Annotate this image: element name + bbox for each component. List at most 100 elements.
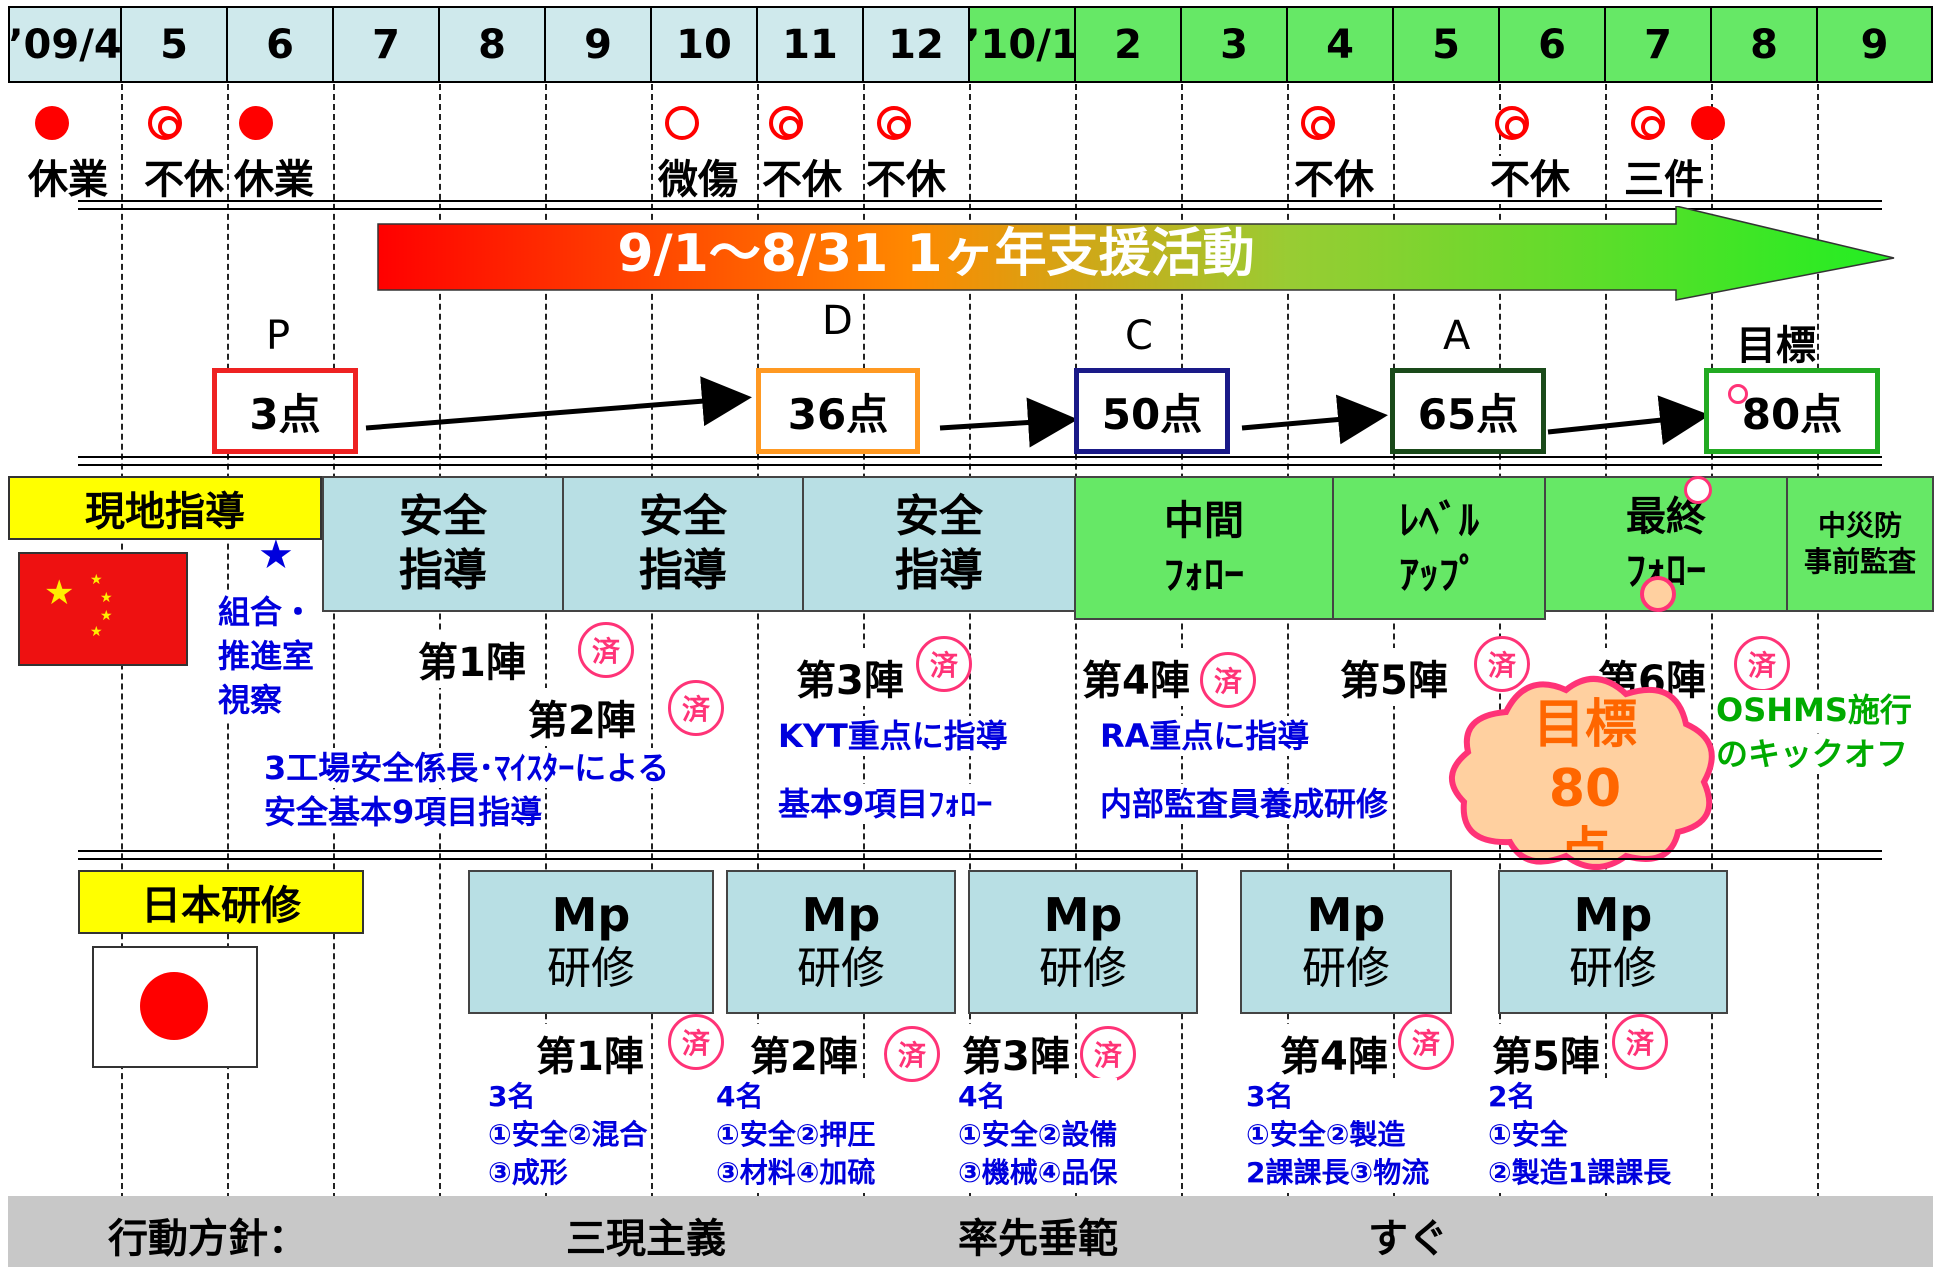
gridline (651, 84, 653, 1259)
japan-flag-icon (92, 946, 258, 1068)
svg-text:★: ★ (90, 624, 103, 640)
japan-round-3: 第3陣 (962, 1024, 1070, 1082)
note-ra: RA重点に指導 (1100, 716, 1310, 756)
month-cell: 10 (650, 6, 758, 83)
japan-round-2: 第2陣 (750, 1024, 858, 1082)
small-circle-icon (1684, 476, 1712, 504)
note-9-items-follow: 基本9項目ﾌｫﾛｰ (778, 784, 993, 824)
lost-time-incident-marker (1691, 106, 1725, 140)
incident-label: 不休 (866, 156, 946, 204)
lost-time-incident-marker (239, 106, 273, 140)
local-round-5: 第5陣 (1340, 648, 1448, 706)
incident-label: 三件 (1624, 156, 1704, 204)
month-cell: 11 (756, 6, 864, 83)
month-cell: ’09/4 (8, 6, 122, 83)
phase-safety-guidance-3: 安全指導 (802, 476, 1076, 612)
note-internal-auditor: 内部監査員養成研修 (1100, 784, 1389, 824)
divider (78, 456, 1882, 466)
phase-jisha-pre-audit: 中災防事前監査 (1786, 476, 1934, 612)
incident-label: 微傷 (658, 156, 738, 204)
month-cell: 9 (1816, 6, 1933, 83)
action-policy-label: 行動方針： (108, 1216, 308, 1262)
month-cell: ’10/1 (965, 6, 1079, 83)
note-mister-guidance: 3工場安全係長･ﾏｲｽﾀｰによる (264, 748, 670, 788)
policy-sugu: すぐ (1368, 1216, 1448, 1262)
incident-label: 不休 (1294, 156, 1374, 204)
month-cell: 6 (1498, 6, 1606, 83)
progress-arrow (1547, 395, 1710, 446)
japan-round-5: 第5陣 (1492, 1024, 1600, 1082)
divider (78, 200, 1882, 210)
done-badge: 済 (1080, 1026, 1136, 1082)
gridline (1287, 84, 1289, 1259)
svg-text:★: ★ (44, 573, 74, 613)
incident-label: 休業 (28, 156, 108, 204)
pdca-act: A (1443, 313, 1471, 359)
done-badge: 済 (668, 1014, 724, 1070)
month-cell: 8 (438, 6, 546, 83)
goal-cloud-text: 目標80点 (1532, 695, 1637, 851)
non-lost-time-incident-marker (769, 106, 803, 140)
non-lost-time-incident-marker (1631, 106, 1665, 140)
score-box-check: 50点 (1074, 368, 1230, 454)
done-badge: 済 (668, 680, 724, 736)
score-box-start: 3点 (212, 368, 358, 454)
done-badge: 済 (1612, 1014, 1668, 1070)
done-badge: 済 (916, 636, 972, 692)
local-round-2: 第2陣 (528, 688, 636, 746)
progress-arrow (365, 376, 752, 431)
done-badge: 済 (1200, 652, 1256, 708)
pdca-goal: 目標 (1736, 323, 1816, 369)
done-badge: 済 (884, 1026, 940, 1082)
local-round-3: 第3陣 (796, 648, 904, 706)
progress-arrow (1241, 394, 1388, 445)
svg-text:★: ★ (100, 608, 113, 624)
score-box-act: 65点 (1390, 368, 1546, 454)
local-guidance-label: 現地指導 (8, 476, 322, 540)
month-cell: 7 (332, 6, 440, 83)
progress-arrow (939, 397, 1078, 448)
month-cell: 12 (862, 6, 970, 83)
non-lost-time-incident-marker (1301, 106, 1335, 140)
local-round-6: 第6陣 (1598, 648, 1706, 706)
japan-round-1: 第1陣 (536, 1024, 644, 1082)
month-cell: 4 (1286, 6, 1394, 83)
score-arrows (365, 376, 1710, 448)
month-cell: 5 (1392, 6, 1500, 83)
svg-text:★: ★ (90, 572, 103, 588)
note-kickoff: のキックオフ (1716, 734, 1909, 774)
small-circle-icon (1728, 384, 1748, 404)
note-oshms: OSHMS施行 (1716, 690, 1912, 730)
month-cell: 8 (1710, 6, 1818, 83)
incident-label: 不休 (144, 156, 224, 204)
gridline (333, 84, 335, 1259)
japan-training-label: 日本研修 (78, 870, 364, 934)
phase-safety-guidance-1: 安全指導 (322, 476, 564, 612)
star-icon: ★ (258, 532, 294, 578)
done-badge: 済 (578, 622, 634, 678)
phase-safety-guidance-2: 安全指導 (562, 476, 804, 612)
note-basic-9-items: 安全基本9項目指導 (264, 792, 543, 832)
goal-cloud-icon (1448, 675, 1715, 870)
gridline (1075, 84, 1077, 1259)
incident-label: 不休 (1490, 156, 1570, 204)
gridline (757, 84, 759, 1259)
non-lost-time-incident-marker (877, 106, 911, 140)
month-cell: 6 (226, 6, 334, 83)
month-cell: 9 (544, 6, 652, 83)
non-lost-time-incident-marker (148, 106, 182, 140)
local-round-4: 第4陣 (1082, 648, 1190, 706)
policy-sangen: 三現主義 (566, 1216, 726, 1262)
local-round-1: 第1陣 (418, 630, 526, 688)
month-cell: 2 (1074, 6, 1182, 83)
note-kyt: KYT重点に指導 (778, 716, 1008, 756)
lost-time-incident-marker (35, 106, 69, 140)
